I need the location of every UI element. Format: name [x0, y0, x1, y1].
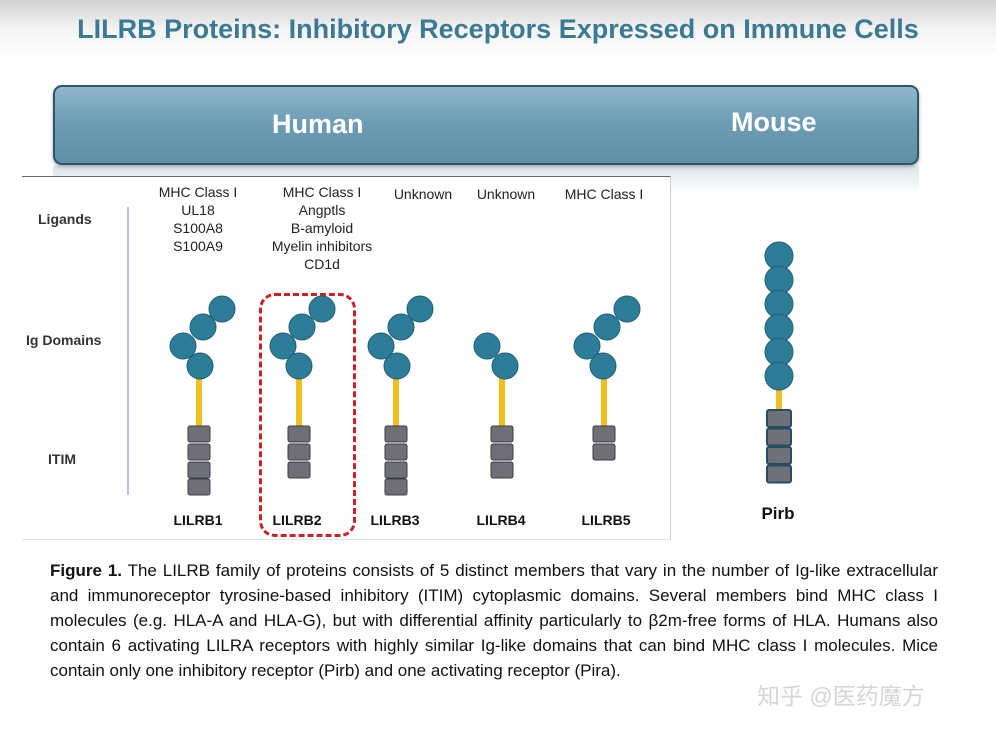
ig-domain [406, 295, 434, 323]
ligands-lilrb1: MHC Class I UL18 S100A8 S100A9 [133, 183, 263, 255]
ig-domain [189, 313, 217, 341]
ligands-lilrb5: MHC Class I [539, 185, 669, 203]
mouse-label: Mouse [731, 107, 817, 137]
header-band [0, 0, 996, 70]
transmembrane-stalk [393, 378, 399, 426]
itim-segment [187, 425, 211, 443]
lilrb4-label: LILRB4 [476, 512, 526, 528]
lilrb5-label: LILRB5 [581, 512, 631, 528]
itim-segment [187, 461, 211, 479]
ig-domains-row-label: Ig Domains [26, 332, 102, 348]
caption-figure-label: Figure 1. [50, 561, 122, 580]
ig-domain [589, 352, 617, 380]
ig-domain [269, 332, 297, 360]
page-title: LILRB Proteins: Inhibitory Receptors Exp… [77, 14, 919, 44]
ig-domain [288, 313, 316, 341]
human-receptor-panel [22, 176, 671, 540]
ig-domain [383, 352, 411, 380]
transmembrane-stalk [601, 378, 607, 426]
itim-segment [490, 443, 514, 461]
ig-domain [573, 332, 601, 360]
ligand-text: S100A8 [173, 220, 223, 236]
ig-domain [169, 332, 197, 360]
ligand-text: UL18 [181, 202, 215, 218]
ligand-text: MHC Class I [158, 184, 238, 200]
ig-domain [285, 352, 313, 380]
watermark-text: 知乎 @医药魔方 [757, 683, 925, 709]
figure-caption: Figure 1. The LILRB family of proteins c… [50, 558, 938, 683]
itim-segment [766, 464, 792, 484]
ig-domain [387, 313, 415, 341]
ligand-text: S100A9 [173, 238, 223, 254]
transmembrane-stalk [499, 378, 505, 426]
ig-domain [613, 295, 641, 323]
lilrb2-label: LILRB2 [272, 512, 322, 528]
itim-segment [384, 425, 408, 443]
caption-text: The LILRB family of proteins consists of… [50, 561, 938, 680]
itim-segment [592, 425, 616, 443]
lilrb3-label: LILRB3 [370, 512, 420, 528]
row-label-divider [127, 207, 129, 495]
species-banner [53, 85, 919, 165]
ig-domain [186, 352, 214, 380]
ligand-text: MHC Class I [564, 186, 644, 202]
ig-domain [491, 352, 519, 380]
ig-domain [764, 361, 794, 391]
ligands-lilrb3: Unknown [358, 185, 488, 203]
lilrb1-label: LILRB1 [173, 512, 223, 528]
ig-domain [473, 332, 501, 360]
ligand-text: MHC Class I [282, 184, 362, 200]
lilrb2-highlight-box [259, 293, 356, 537]
itim-row-label: ITIM [48, 451, 76, 467]
ligand-text: B-amyloid [290, 220, 354, 236]
itim-segment [384, 461, 408, 479]
transmembrane-stalk [196, 378, 202, 426]
itim-segment [766, 427, 792, 447]
ig-domain [208, 295, 236, 323]
itim-segment [287, 461, 311, 479]
ligands-lilrb2: MHC Class I Angptls B-amyloid Myelin inh… [257, 183, 387, 273]
ig-domain [593, 313, 621, 341]
human-label: Human [272, 109, 364, 139]
itim-segment [490, 461, 514, 479]
transmembrane-stalk [296, 378, 302, 426]
transmembrane-stalk [776, 376, 782, 410]
ligand-text: Myelin inhibitors [271, 238, 373, 254]
ligand-text: Angptls [298, 202, 346, 218]
itim-segment [187, 478, 211, 496]
ligands-row-label: Ligands [38, 211, 92, 227]
ligand-text: CD1d [304, 256, 340, 272]
itim-segment [384, 478, 408, 496]
ligand-text: Unknown [476, 186, 536, 202]
ligand-text: Unknown [393, 186, 453, 202]
ig-domain [308, 295, 336, 323]
itim-segment [766, 409, 792, 428]
itim-segment [384, 443, 408, 461]
itim-segment [287, 425, 311, 443]
itim-segment [592, 443, 616, 461]
ligands-lilrb4: Unknown [441, 185, 571, 203]
pirb-label: Pirb [761, 504, 795, 523]
itim-segment [187, 443, 211, 461]
ig-domain [367, 332, 395, 360]
itim-segment [287, 443, 311, 461]
itim-segment [766, 446, 792, 465]
itim-segment [490, 425, 514, 443]
